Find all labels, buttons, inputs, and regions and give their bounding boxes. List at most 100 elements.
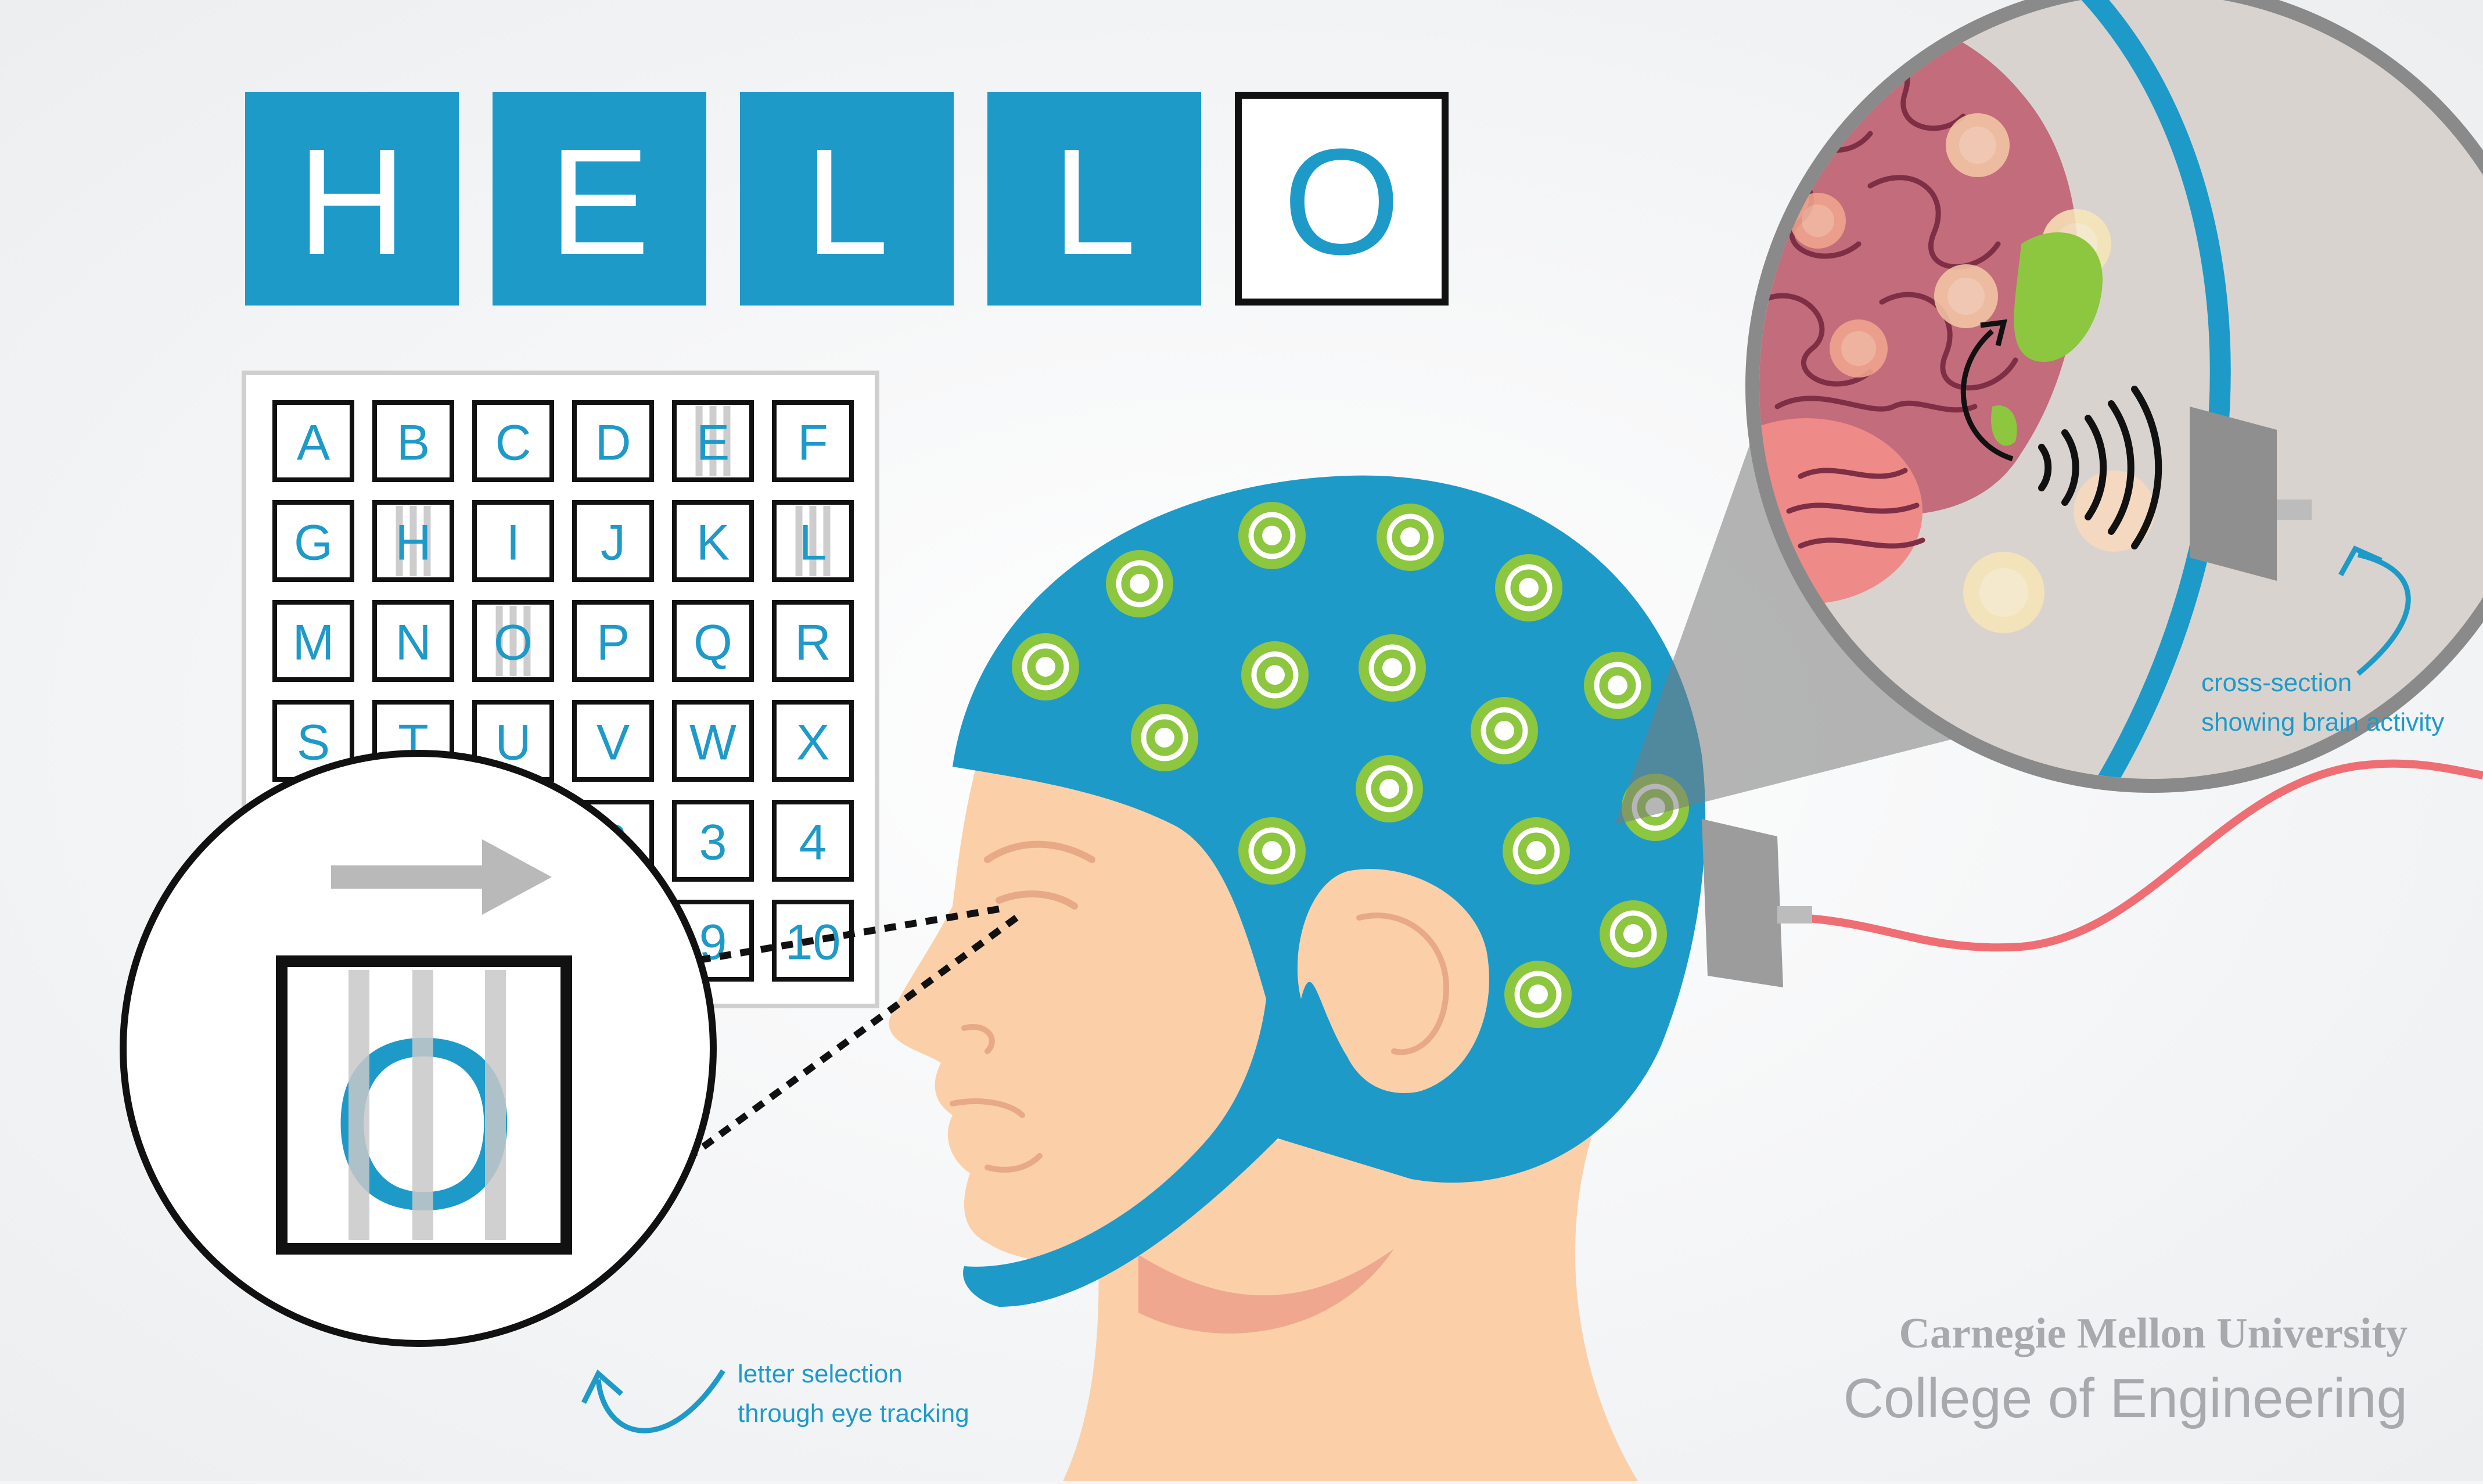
cable: [1800, 759, 2483, 952]
hello-letter: H: [297, 118, 407, 286]
eyebrow: [984, 840, 1095, 863]
grid-cell: K: [672, 500, 754, 582]
electrode: [1241, 641, 1309, 709]
electrode: [1503, 817, 1570, 885]
grid-cell: Q: [672, 600, 754, 682]
arrow-right-icon: [331, 839, 552, 915]
electrode: [1504, 961, 1572, 1028]
grid-cell: L: [772, 500, 854, 582]
grid-letter: R: [795, 615, 831, 671]
grid-letter: W: [689, 715, 736, 771]
grid-cell: X: [772, 700, 854, 782]
grid-letter: 3: [699, 815, 727, 871]
ear: [1297, 869, 1489, 1093]
electrode: [1495, 554, 1562, 621]
flash-bar: [412, 970, 433, 1240]
electrode: [1238, 502, 1306, 569]
grid-cell: C: [472, 400, 554, 482]
ear-detail: [1356, 912, 1450, 1055]
eye-tracking-zoom: O: [120, 750, 1019, 1347]
eye-tracking-label-line2: through eye tracking: [738, 1399, 969, 1428]
electrode: [1584, 652, 1651, 719]
curved-arrow-icon: [595, 1369, 725, 1433]
university-name: Carnegie Mellon University: [1899, 1310, 2408, 1357]
hello-letter: L: [805, 118, 889, 286]
head-illustration: [889, 475, 1812, 1481]
hello-letter-tile: O: [1235, 92, 1449, 306]
grid-letter: Q: [693, 615, 732, 671]
grid-cell: O: [472, 600, 554, 682]
flash-bar: [348, 970, 369, 1240]
grid-cell: 4: [772, 800, 854, 882]
electrode: [1600, 900, 1667, 968]
grid-cell: J: [572, 500, 654, 582]
nostril: [961, 1024, 995, 1054]
grid-cell: N: [372, 600, 454, 682]
grid-cell: F: [772, 400, 854, 482]
hello-letter-tile: L: [987, 92, 1201, 306]
grid-cell: P: [572, 600, 654, 682]
grid-letter: M: [293, 615, 335, 671]
grid-letter: X: [796, 715, 829, 771]
electrode: [1131, 704, 1198, 771]
grid-cell: I: [472, 500, 554, 582]
grid-letter: I: [506, 515, 520, 571]
electrode: [1356, 755, 1423, 822]
electrode: [1359, 634, 1426, 702]
flash-bar: [485, 970, 506, 1240]
lips: [950, 1098, 1025, 1118]
grid-letter: C: [495, 415, 531, 471]
eye-tracking-label-line1: letter selection: [738, 1360, 903, 1388]
electrode: [1106, 550, 1173, 617]
grid-letter: P: [597, 615, 630, 671]
hello-letter-tile: L: [740, 92, 954, 306]
grid-cell: M: [272, 600, 354, 682]
hello-letter: O: [1283, 118, 1400, 286]
grid-letter: F: [797, 415, 828, 471]
brain-cross-section: [1745, 0, 2483, 793]
grid-cell: V: [572, 700, 654, 782]
grid-cell: A: [272, 400, 354, 482]
grid-cell: 3: [672, 800, 754, 882]
grid-letter: A: [297, 415, 330, 471]
eye: [996, 890, 1078, 910]
grid-cell: G: [272, 500, 354, 582]
electrode: [1377, 504, 1444, 571]
electrodes: [1012, 502, 1689, 1028]
connector: [1702, 819, 1812, 987]
electrode: [1238, 817, 1306, 885]
grid-letter: O: [494, 615, 533, 671]
chin-line: [984, 1153, 1043, 1173]
electrode: [1012, 633, 1079, 700]
grid-letter: K: [696, 515, 730, 571]
hello-letter: E: [549, 118, 649, 286]
electrode: [1471, 697, 1538, 764]
hello-letter: L: [1052, 118, 1137, 286]
grid-letter: U: [495, 715, 531, 771]
eye-tracking-annotation: letter selection through eye tracking: [581, 1360, 969, 1433]
cross-section-annotation: cross-section showing brain activity: [2201, 545, 2444, 736]
grid-letter: 4: [799, 815, 827, 871]
grid-letter: G: [294, 515, 333, 571]
grid-cell: W: [672, 700, 754, 782]
college-name: College of Engineering: [1844, 1367, 2407, 1429]
neck-shadow: [1138, 1249, 1394, 1334]
grid-cell: D: [572, 400, 654, 482]
grid-cell: B: [372, 400, 454, 482]
grid-cell: E: [672, 400, 754, 482]
grid-letter: H: [395, 515, 431, 571]
grid-letter: D: [595, 415, 631, 471]
grid-letter: L: [799, 515, 827, 571]
grid-cell: R: [772, 600, 854, 682]
cross-section-label-line2: showing brain activity: [2201, 708, 2444, 736]
grid-letter: V: [597, 715, 630, 771]
grid-letter: E: [696, 415, 730, 471]
hello-letter-tile: E: [493, 92, 706, 306]
cross-section-label-line1: cross-section: [2201, 669, 2352, 697]
hello-letter-tile: H: [245, 92, 459, 306]
grid-letter: J: [601, 515, 626, 571]
grid-letter: S: [297, 715, 330, 771]
